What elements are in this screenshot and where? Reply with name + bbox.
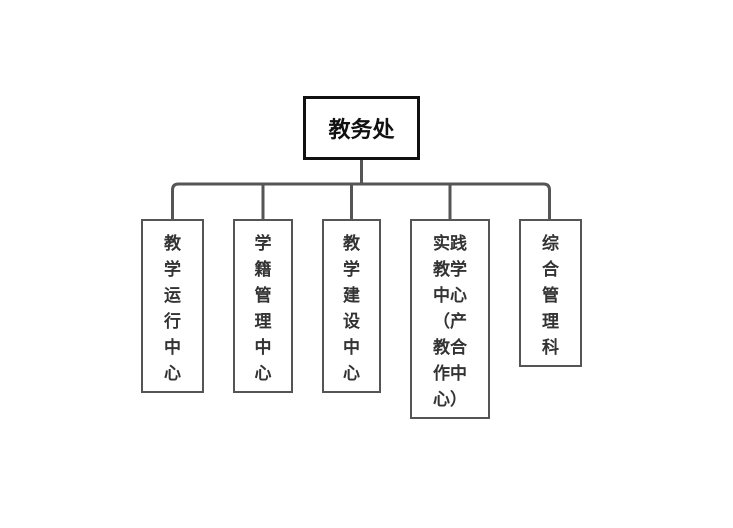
child-node-teaching-operation-center: 教学运行中心 xyxy=(141,219,204,393)
root-node-label: 教务处 xyxy=(328,118,395,143)
root-node-jiaowuchu: 教务处 xyxy=(303,96,420,160)
child-node-teaching-development-center: 教学建设中心 xyxy=(322,219,381,393)
branch-bus-line xyxy=(171,182,551,219)
child-node-label: 教学建设中心 xyxy=(343,234,360,384)
child-node-label: 教学运行中心 xyxy=(164,234,181,384)
child-node-label: 综合管理科 xyxy=(542,234,559,358)
child-node-general-management-section: 综合管理科 xyxy=(519,219,582,367)
child-node-label: 学籍管理中心 xyxy=(254,234,272,384)
child-node-student-records-center: 学籍管理中心 xyxy=(233,219,293,393)
child-node-practical-teaching-center: 实践教学中心（产教合作中心） xyxy=(410,219,490,419)
child-node-label: 实践教学中心（产教合作中心） xyxy=(433,234,467,410)
